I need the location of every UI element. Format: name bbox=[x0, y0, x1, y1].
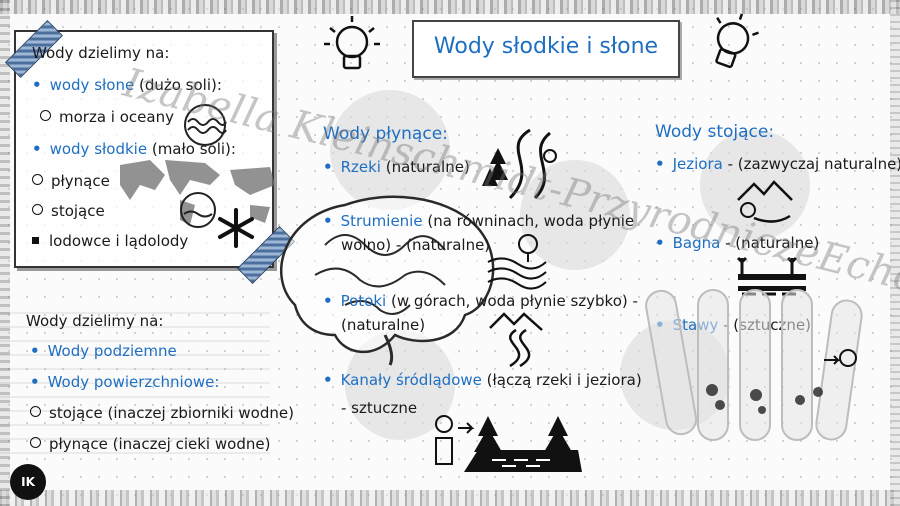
canal-icon bbox=[435, 415, 582, 472]
seas-label: morza i oceany bbox=[59, 108, 174, 126]
standing-waters-heading: Wody stojące: bbox=[655, 122, 775, 142]
box-bottom-heading: Wody dzielimy na: bbox=[26, 312, 164, 330]
grunge-border-right bbox=[890, 0, 900, 506]
author-logo: IK bbox=[10, 464, 46, 500]
standing-item: •Jeziora - (zazwyczaj naturalne) bbox=[655, 155, 900, 173]
title-box: Wody słodkie i słone bbox=[412, 20, 680, 78]
flowing-label: płynące (inaczej cieki wodne) bbox=[49, 435, 271, 453]
world-map-icon bbox=[120, 160, 275, 225]
river-trees-icon bbox=[482, 128, 557, 200]
fresh-water-line: •wody słodkie (mało soli): bbox=[32, 140, 236, 158]
brain-icon bbox=[279, 195, 495, 366]
standing-line: stojące (inaczej zbiorniki wodne) bbox=[30, 404, 294, 422]
fresh-water-label: wody słodkie bbox=[49, 140, 148, 158]
salt-water-line: •wody słone (dużo soli): bbox=[32, 76, 222, 94]
mountain-stream-icon bbox=[489, 312, 543, 368]
flowing-waters-heading: Wody płynące: bbox=[323, 124, 448, 144]
flowing-line: płynące bbox=[32, 172, 110, 190]
salt-water-label: wody słone bbox=[49, 76, 135, 94]
box-top-heading: Wody dzielimy na: bbox=[32, 44, 170, 62]
lightbulb-icon bbox=[715, 13, 759, 69]
flowing-item-desc: (naturalne) bbox=[380, 158, 470, 176]
fresh-water-note: (mało soli): bbox=[147, 140, 236, 158]
flowing-item-desc: (w górach, woda płynie szybko) - bbox=[386, 292, 638, 310]
waves-icon bbox=[184, 104, 227, 146]
flowing-item: •Strumienie (na równinach, woda płynie bbox=[323, 212, 635, 230]
flowing-label: płynące bbox=[51, 172, 110, 190]
bg-circle bbox=[330, 90, 450, 210]
salt-fresh-box bbox=[14, 30, 274, 268]
standing-label: stojące bbox=[51, 202, 105, 220]
stream-icon bbox=[487, 234, 547, 290]
test-tubes-icon bbox=[645, 289, 863, 441]
standing-item-desc: - (zazwyczaj naturalne) bbox=[722, 155, 900, 173]
underground-label: Wody podziemne bbox=[47, 342, 177, 360]
flowing-item-name: Strumienie bbox=[340, 212, 423, 230]
grunge-border-bottom bbox=[0, 490, 900, 506]
standing-item-name: Bagna bbox=[672, 234, 721, 252]
standing-item-desc: - (naturalne) bbox=[720, 234, 820, 252]
flowing-item-desc: (na równinach, woda płynie bbox=[422, 212, 635, 230]
salt-water-note: (dużo soli): bbox=[134, 76, 222, 94]
flowing-item-name: Kanały śródlądowe bbox=[340, 371, 482, 389]
surface-label: Wody powierzchniowe: bbox=[47, 373, 220, 391]
surface-line: •Wody powierzchniowe: bbox=[30, 373, 220, 391]
standing-label: stojące (inaczej zbiorniki wodne) bbox=[49, 404, 294, 422]
flowing-item-name: Rzeki bbox=[340, 158, 381, 176]
ice-line: lodowce i lądolody bbox=[32, 232, 188, 250]
bg-circle bbox=[520, 160, 630, 270]
flowing-item-name: Potoki bbox=[340, 292, 387, 310]
flowing-item: •Rzeki (naturalne) bbox=[323, 158, 470, 176]
lightbulb-icon bbox=[324, 16, 380, 70]
snowflake-icon bbox=[218, 208, 254, 248]
grunge-border-left bbox=[0, 0, 10, 506]
flowing-line: płynące (inaczej cieki wodne) bbox=[30, 435, 270, 453]
pond-icon bbox=[180, 192, 216, 228]
flowing-item: •Potoki (w górach, woda płynie szybko) - bbox=[323, 292, 638, 310]
lake-icon bbox=[737, 180, 793, 223]
flowing-item-desc-line2: (naturalne) bbox=[341, 316, 426, 334]
page-title: Wody słodkie i słone bbox=[433, 34, 659, 59]
standing-item-name: Jeziora bbox=[672, 155, 723, 173]
ice-label: lodowce i lądolody bbox=[49, 232, 189, 250]
standing-line: stojące bbox=[32, 202, 105, 220]
standing-item: •Bagna - (naturalne) bbox=[655, 234, 820, 252]
grunge-border-top bbox=[0, 0, 900, 14]
underground-line: •Wody podziemne bbox=[30, 342, 177, 360]
flowing-item: •Kanały śródlądowe (łączą rzeki i jezior… bbox=[323, 371, 642, 389]
flowing-item-desc-line2: - sztuczne bbox=[341, 399, 418, 417]
flowing-item-desc: (łączą rzeki i jeziora) bbox=[481, 371, 642, 389]
seas-line: morza i oceany bbox=[40, 108, 174, 126]
lined-panel-background bbox=[0, 300, 270, 460]
flowing-item-desc-line2: wolno) - (naturalne) bbox=[341, 236, 491, 254]
